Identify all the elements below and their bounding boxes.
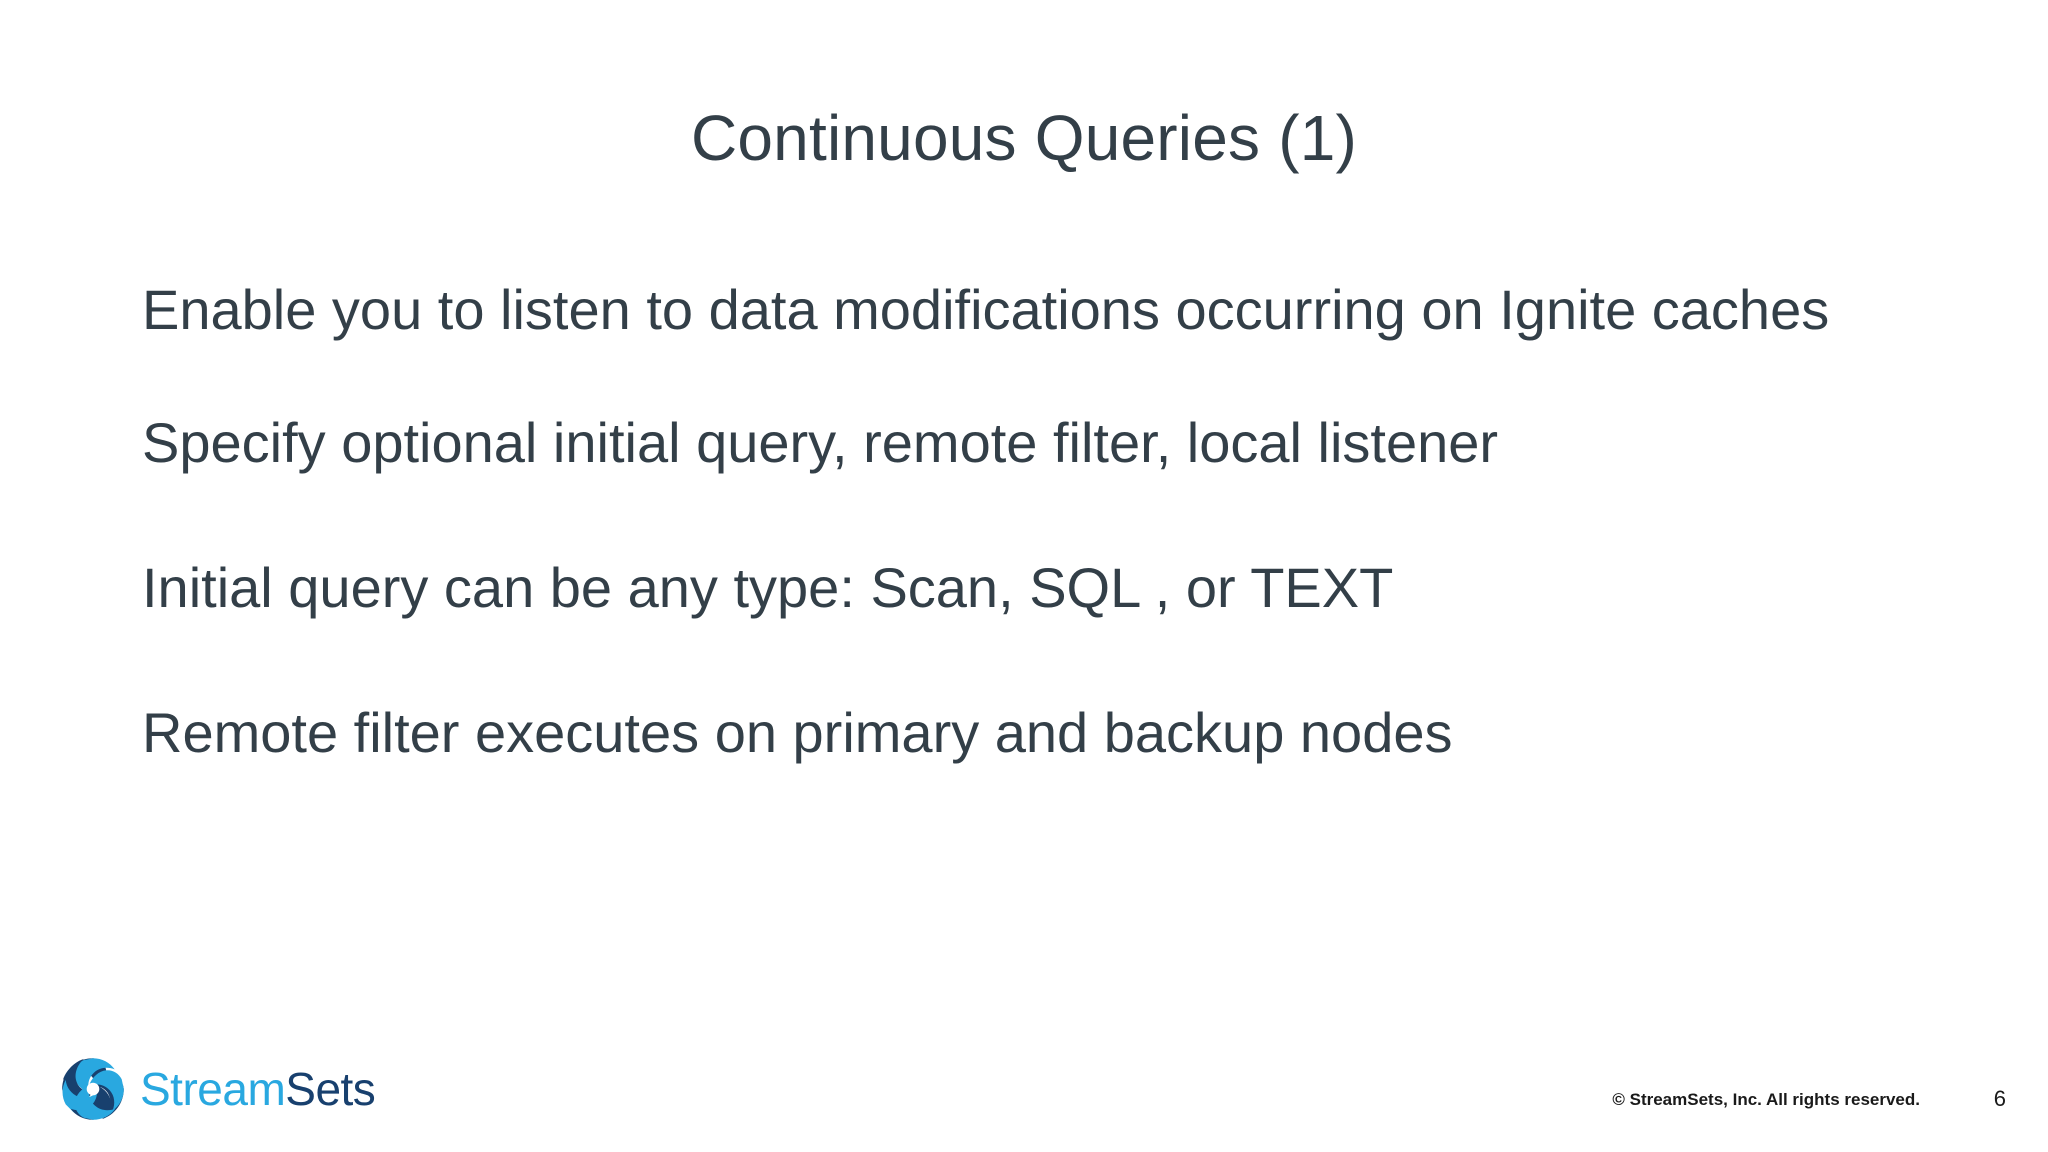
logo-word-sets: Sets (285, 1063, 376, 1115)
bullet-list: Enable you to listen to data modificatio… (142, 278, 1922, 766)
list-item: Initial query can be any type: Scan, SQL… (142, 555, 1394, 619)
list-item: Remote filter executes on primary and ba… (142, 700, 1453, 764)
logo-wordmark: StreamSets (140, 1063, 376, 1115)
copyright-notice: © StreamSets, Inc. All rights reserved. (1612, 1090, 1920, 1109)
slide-page-number: 6 (1993, 1086, 2006, 1111)
list-item: Enable you to listen to data modificatio… (142, 278, 1830, 341)
logo-word-stream: Stream (140, 1063, 286, 1115)
streamsets-swirl-logo-icon (62, 1058, 124, 1120)
list-item: Specify optional initial query, remote f… (142, 410, 1499, 474)
streamsets-logo: StreamSets (58, 1054, 376, 1124)
page-title: Continuous Queries (1) (690, 102, 1358, 174)
slide-footer: StreamSets © StreamSets, Inc. All rights… (0, 1012, 2048, 1152)
